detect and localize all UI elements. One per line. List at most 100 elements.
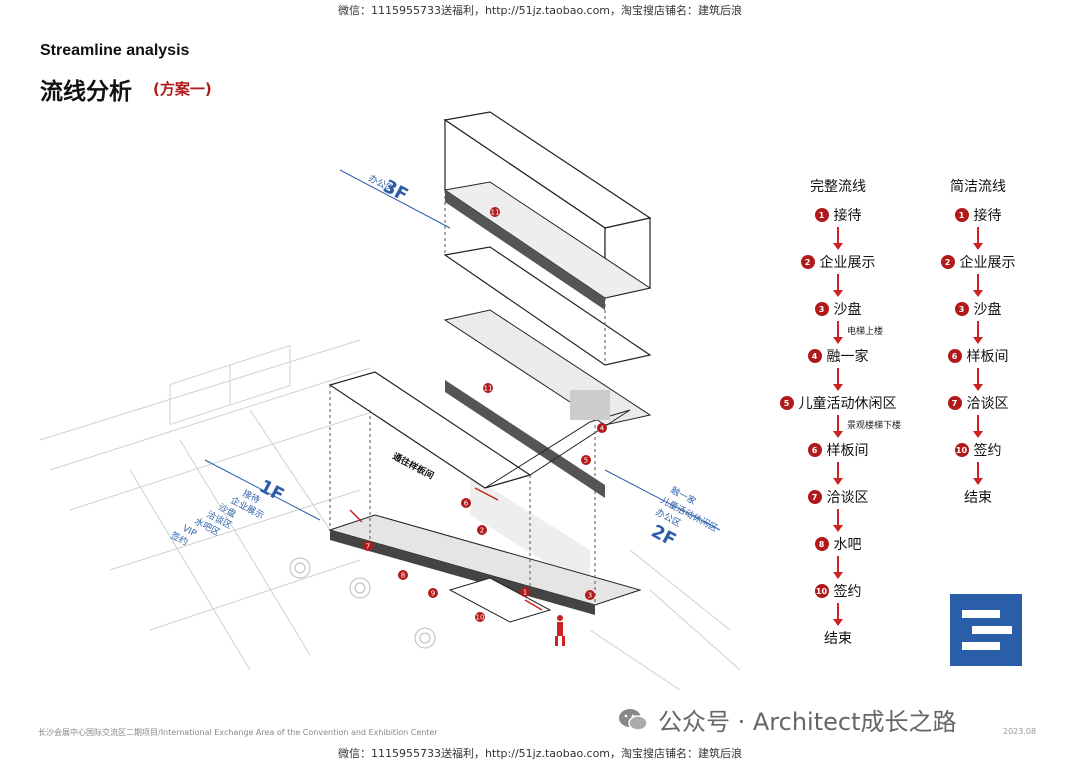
flow-full-step: 4 融一家	[773, 346, 903, 366]
step-label: 沙盘	[973, 302, 1002, 318]
flow-arrow-icon	[773, 272, 903, 299]
step-number-badge: 4	[807, 349, 822, 363]
scheme-subtitle: (方案一)	[153, 80, 212, 98]
step-number-badge: 7	[807, 490, 822, 504]
step-label: 企业展示	[819, 255, 876, 271]
flow-full-step: 3 沙盘	[773, 299, 903, 319]
floor-2	[328, 246, 652, 498]
flow-full-step: 1 接待	[773, 205, 903, 225]
flow-simple-step: 6 样板间	[913, 346, 1043, 366]
flow-arrows	[349, 487, 543, 611]
flow-note: 景观楼梯下楼	[847, 421, 902, 431]
step-number-badge: 3	[954, 302, 969, 316]
step-number-badge: 1	[814, 208, 829, 222]
step-label: 签约	[973, 443, 1002, 459]
step-label: 签约	[833, 584, 862, 600]
flow-simple-step: 10 签约	[913, 440, 1043, 460]
step-label: 接待	[833, 208, 862, 224]
brand-logo	[950, 594, 1022, 666]
floor-1-label: 1F	[256, 476, 288, 506]
step-number-badge: 7	[947, 396, 962, 410]
step-number-badge: 10	[814, 584, 829, 598]
flow-arrow-icon	[773, 554, 903, 581]
step-label: 接待	[973, 208, 1002, 224]
marker-11-top: 11	[491, 209, 500, 217]
step-label: 结束	[964, 490, 992, 506]
step-number-badge: 2	[800, 255, 815, 269]
floor-1-sub-list: 接待 企业展示 沙盘 洽谈区 水吧区 VIP 签约	[169, 487, 266, 548]
step-label: 结束	[824, 631, 852, 647]
flow-full-title: 完整流线	[810, 179, 866, 195]
stair-note: 通往样板间	[391, 450, 436, 482]
flow-simple-step: 1 接待	[913, 205, 1043, 225]
site-context	[39, 339, 741, 690]
step-label: 洽谈区	[826, 490, 869, 506]
wechat-text: 公众号 · Architect成长之路	[658, 708, 957, 736]
wechat-account: 公众号 · Architect成长之路	[618, 702, 957, 737]
wechat-icon	[619, 708, 648, 731]
step-label: 企业展示	[959, 255, 1016, 271]
flow-arrow-icon	[773, 460, 903, 487]
step-label: 样板间	[826, 443, 869, 459]
step-number-badge: 2	[940, 255, 955, 269]
page-title: 流线分析	[40, 79, 132, 105]
marker-6: 6	[464, 500, 469, 508]
axonometric-diagram: 3F 办公区 2F 融一家 儿童活动休闲区 办公区 1F 接待 企业展示 沙盘 …	[39, 111, 741, 690]
step-label: 样板间	[966, 349, 1009, 365]
watermark-bottom: 微信：1115955733送福利，http://51jz.taobao.com，…	[337, 747, 743, 760]
marker-4: 4	[600, 425, 605, 433]
watermark-top: 微信：1115955733送福利，http://51jz.taobao.com，…	[337, 4, 743, 17]
flow-full-steps: 1 接待 2 企业展示 3 沙盘电梯上楼 4 融一家 5 儿童活动休闲区景观楼梯下楼 6 样板间 7 洽谈…	[773, 205, 903, 648]
title-english: Streamline analysis	[40, 42, 190, 59]
flow-simple-step: 3 沙盘	[913, 299, 1043, 319]
visitor-figure-icon	[555, 615, 565, 646]
flow-simple-step: 结束	[913, 487, 1043, 507]
marker-10: 10	[476, 614, 485, 622]
floor-connectors	[329, 190, 606, 605]
flow-arrow-icon: 电梯上楼	[773, 319, 903, 346]
flow-arrow-icon	[913, 319, 1043, 346]
flow-arrow-icon	[913, 460, 1043, 487]
step-number-badge: 6	[807, 443, 822, 457]
step-label: 儿童活动休闲区	[798, 396, 897, 412]
flow-arrow-icon: 景观楼梯下楼	[773, 413, 903, 440]
flow-markers: 11 11 4 5 6 2 7 8 9 1 3 10	[363, 207, 607, 622]
flow-full-step: 6 样板间	[773, 440, 903, 460]
flow-full-step: 7 洽谈区	[773, 487, 903, 507]
flow-arrow-icon	[773, 507, 903, 534]
flow-arrow-icon	[913, 413, 1043, 440]
step-number-badge: 6	[947, 349, 962, 363]
step-label: 融一家	[826, 349, 869, 365]
flow-simple-title: 简洁流线	[950, 179, 1006, 195]
flow-arrow-icon	[913, 366, 1043, 393]
marker-1: 1	[523, 589, 527, 597]
step-number-badge: 3	[814, 302, 829, 316]
step-number-badge: 10	[954, 443, 969, 457]
step-number-badge: 1	[954, 208, 969, 222]
flow-full-step: 5 儿童活动休闲区	[773, 393, 903, 413]
flow-full-step: 8 水吧	[773, 534, 903, 554]
marker-11-mid: 11	[484, 385, 493, 393]
footer-date: 2023.08	[1003, 727, 1037, 736]
marker-2: 2	[480, 527, 484, 535]
step-label: 沙盘	[833, 302, 862, 318]
flow-full-step: 结束	[773, 628, 903, 648]
marker-3: 3	[588, 592, 592, 600]
flow-arrow-icon	[913, 225, 1043, 252]
flow-arrow-icon	[773, 225, 903, 252]
flow-arrow-icon	[913, 272, 1043, 299]
step-number-badge: 5	[779, 396, 794, 410]
flow-note: 电梯上楼	[847, 327, 884, 337]
step-number-badge: 8	[814, 537, 829, 551]
step-label: 水吧	[833, 537, 862, 553]
marker-9: 9	[431, 590, 435, 598]
marker-5: 5	[584, 457, 588, 465]
marker-8: 8	[401, 572, 405, 580]
flow-full-step: 10 签约	[773, 581, 903, 601]
site-rings	[289, 557, 436, 649]
flow-arrow-icon	[773, 366, 903, 393]
